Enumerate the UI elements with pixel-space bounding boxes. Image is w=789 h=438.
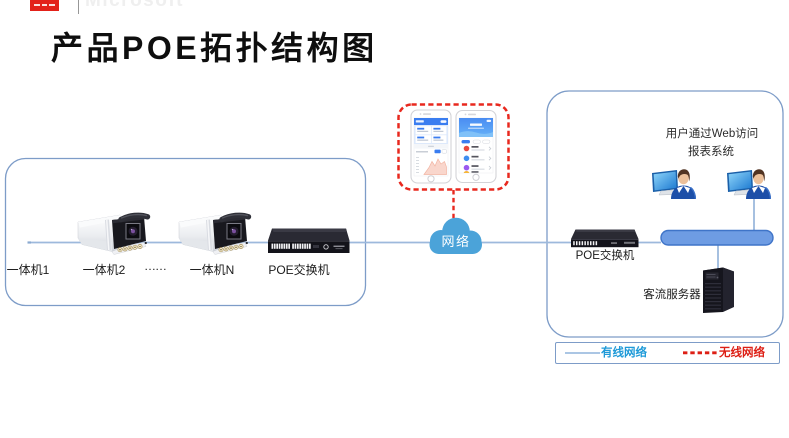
cloud-label: 网络 [441, 234, 471, 249]
camera-2-label: 一体机2 [82, 263, 126, 277]
poe-switch-left [268, 228, 350, 253]
wireless-dashed-frame [397, 103, 510, 191]
camera-n-label: 一体机N [189, 263, 235, 277]
server-label: 客流服务器 [643, 289, 701, 301]
legend-box [555, 342, 780, 364]
header-divider-line [78, 0, 79, 14]
watermark-text: Microsoft [85, 0, 184, 11]
poe-switch-right [571, 229, 639, 248]
legend-wired-label: 有线网络 [601, 347, 647, 359]
camera-ellipsis-label: …… [144, 259, 167, 273]
vendor-logo-badge [30, 0, 59, 11]
network-bus-bar [660, 229, 774, 246]
phone-app-2 [455, 109, 497, 184]
wireless-zone [397, 103, 510, 224]
camera-1-label: 一体机1 [6, 263, 50, 277]
poe-switch-left-label: POE交换机 [268, 263, 330, 277]
web-access-caption-line2: 报表系统 [688, 146, 734, 158]
network-cloud [429, 217, 482, 254]
wired-link-endcap [27, 241, 31, 244]
web-access-caption-line1: 用户通过Web访问 [665, 128, 759, 140]
page-title: 产品POE拓扑结构图 [51, 30, 378, 66]
legend-wireless-label: 无线网络 [719, 347, 765, 359]
poe-switch-right-label: POE交换机 [575, 250, 635, 262]
phone-app-1 [410, 109, 452, 184]
server-tower [703, 267, 734, 313]
